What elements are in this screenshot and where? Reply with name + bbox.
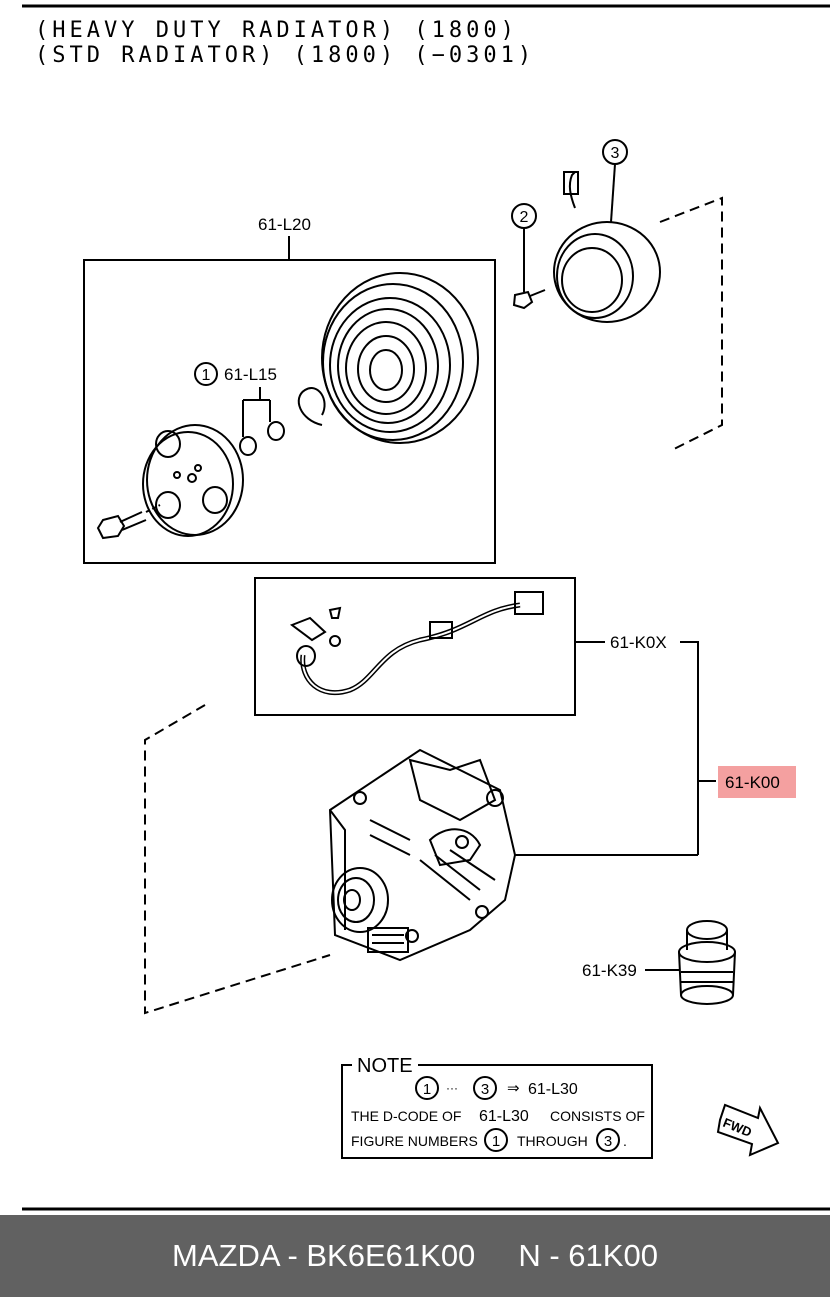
note-title: NOTE [357,1055,413,1077]
pulley-drawing [321,272,479,444]
k0x-bracket-line [680,641,699,855]
clutch-kit-group[interactable]: 61-L20 1 61-L15 [83,215,496,564]
harness-bracket-drawing [289,616,327,642]
footer-bar: MAZDA - BK6E61K00 N - 61K00 [0,1215,830,1297]
fwd-label: FWD [721,1115,754,1140]
compressor-drawing [328,748,517,962]
footer-part-number: MAZDA - BK6E61K00 [172,1238,476,1273]
callout-61-K39: 61-K39 [582,961,637,980]
filter-group[interactable]: 61-K39 [582,920,736,1005]
coil-bolt-drawing [512,290,534,310]
callout-circle-2 [511,203,537,229]
note-arrow: ⇒ [507,1080,520,1097]
callout-61-L20: 61-L20 [258,215,311,234]
shims-drawing [239,387,285,456]
note-figure-1b: 1 [492,1133,500,1150]
header-line-1: (HEAVY DUTY RADIATOR) (1800) [35,18,518,43]
callout-circle-1 [194,362,218,386]
note-text-a: THE D-CODE OF [351,1108,461,1124]
note-text-b: CONSISTS OF [550,1108,645,1124]
callout-number-3: 3 [611,145,620,162]
callout-61-K00[interactable]: 61-K00 [725,773,780,792]
coil-group[interactable]: 3 2 [511,139,723,451]
harness-box [254,577,576,716]
center-bolt-drawing [96,504,161,540]
note-ellipsis: ··· [446,1081,458,1095]
header-line-2: (STD RADIATOR) (1800) (−0301) [35,43,535,68]
harness-group[interactable]: 61-K0X [254,577,699,855]
diagram-canvas: (HEAVY DUTY RADIATOR) (1800) (STD RADIAT… [22,4,830,1211]
note-text-c: FIGURE NUMBERS [351,1133,478,1149]
callout-circle-3 [602,139,628,165]
field-coil-drawing [553,221,661,323]
footer-reference: N - 61K00 [518,1238,658,1273]
note-period: . [623,1133,627,1149]
coil-dashed-guide [659,196,723,451]
callout-61-L15: 61-L15 [224,365,277,384]
compressor-group[interactable]: 61-K00 [144,704,796,1015]
harness-plug-drawing [296,645,316,667]
coil-connector-drawing [563,171,579,195]
note-box: NOTE 1 ··· 3 ⇒ 61-L30 THE D-CODE OF 61-L… [341,1055,653,1159]
filter-drawing [678,920,736,1005]
fwd-arrow-icon: FWD [716,1103,780,1157]
harness-connector-end [514,591,544,615]
note-code: 61-L30 [528,1081,578,1098]
compressor-dashed-guide [144,704,331,1015]
snap-ring-drawing [297,387,326,426]
callout-61-K0X: 61-K0X [610,633,667,652]
note-figure-3b: 3 [604,1133,612,1150]
note-text-through: THROUGH [517,1133,588,1149]
callout-number-2: 2 [520,209,529,226]
note-figure-3: 3 [481,1081,489,1098]
callout-number-1: 1 [202,367,211,384]
note-text-code: 61-L30 [479,1108,529,1125]
note-figure-1: 1 [423,1081,431,1098]
harness-screw-drawing [328,606,342,619]
pressure-plate-drawing [142,424,244,537]
harness-connector-mid [429,621,453,639]
compressor-code-highlight [718,766,796,798]
